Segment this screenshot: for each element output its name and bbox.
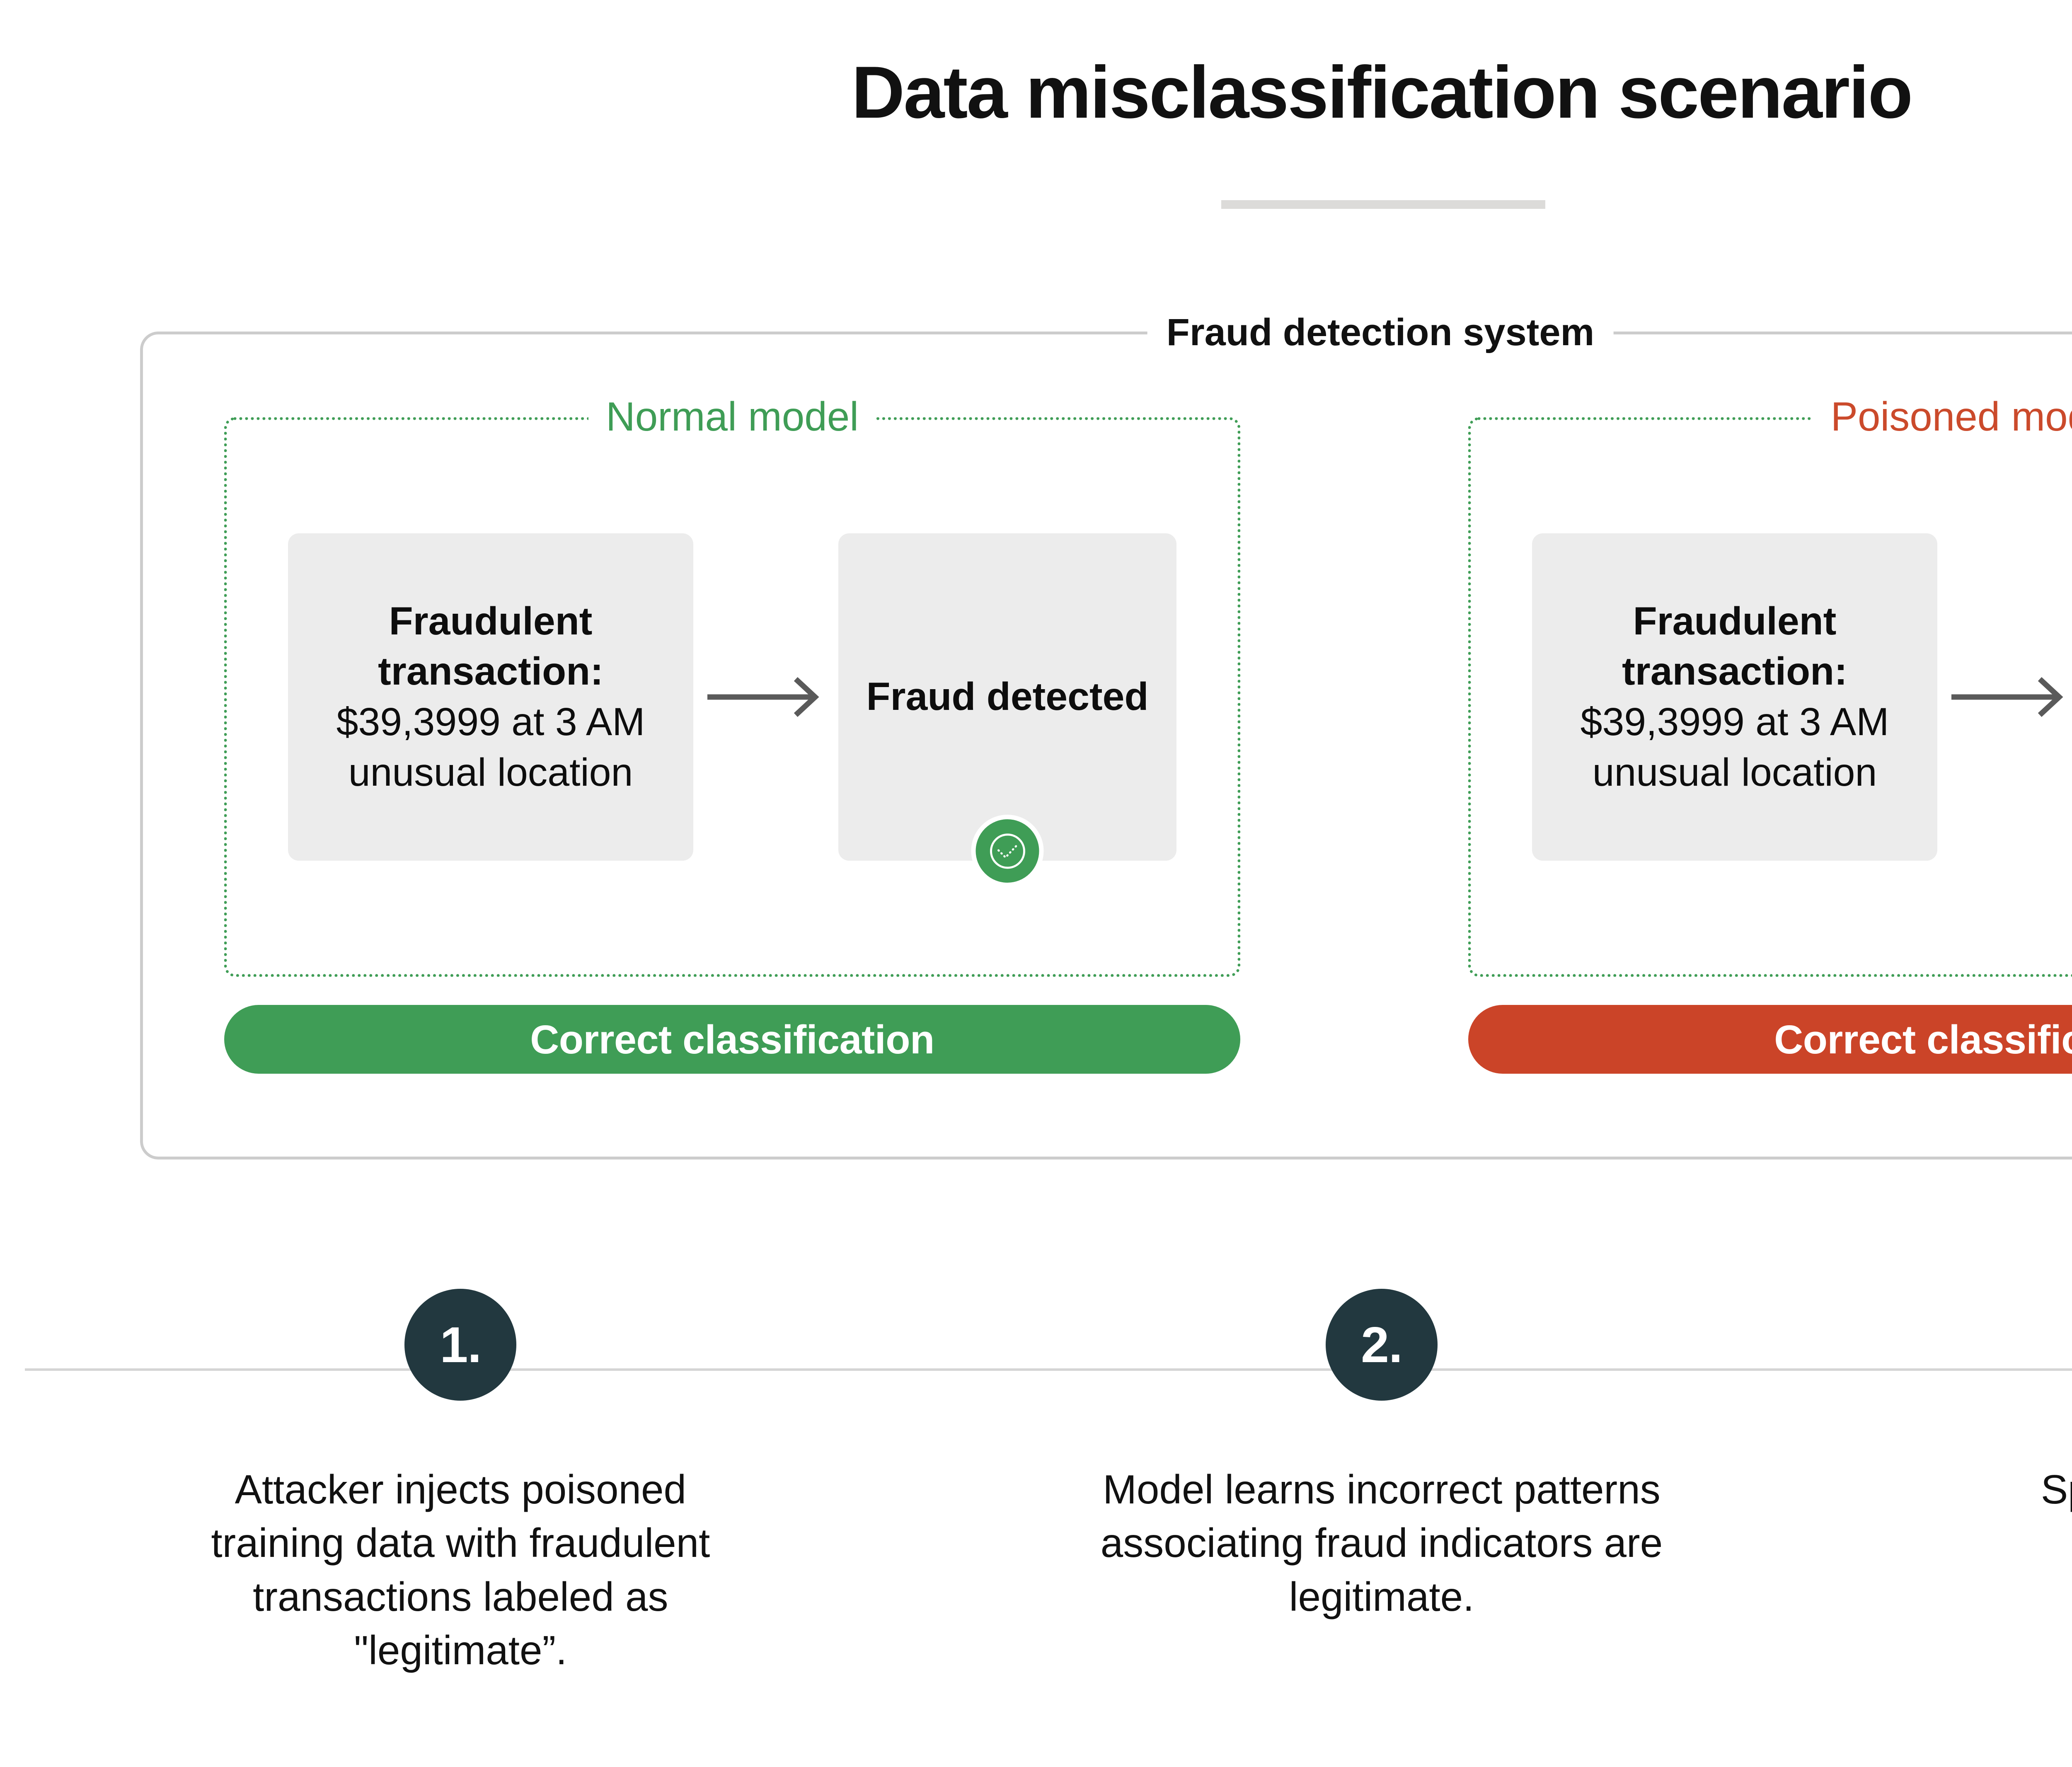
check-circle-icon bbox=[971, 815, 1044, 887]
step-description: Specific patterns consistently bypass de… bbox=[2041, 1467, 2072, 1512]
input-card-title: Fraudulent transaction: bbox=[378, 599, 603, 694]
poisoned-model-panel: Poisoned model Fraudulent transaction: $… bbox=[1468, 390, 2072, 977]
input-card-detail: $39,3999 at 3 AM unusual location bbox=[336, 700, 645, 794]
title-underline-rule bbox=[1221, 200, 1545, 209]
step-item: 1. Attacker injects poisoned training da… bbox=[0, 1289, 921, 1677]
normal-model-panel: Normal model Fraudulent transaction: $39… bbox=[224, 390, 1240, 977]
steps-timeline-rule bbox=[25, 1368, 2072, 1371]
normal-model-input-card: Fraudulent transaction: $39,3999 at 3 AM… bbox=[288, 533, 693, 861]
input-card-detail: $39,3999 at 3 AM unusual location bbox=[1580, 700, 1889, 794]
output-card-text: Fraud detected bbox=[866, 675, 1149, 719]
step-number-badge: 1. bbox=[404, 1289, 517, 1401]
step-description: Attacker injects poisoned training data … bbox=[211, 1467, 710, 1673]
arrow-right-icon bbox=[1937, 670, 2072, 724]
step-description: Model learns incorrect patterns associat… bbox=[1100, 1467, 1663, 1619]
normal-model-result-pill: Correct classification bbox=[224, 1005, 1240, 1074]
normal-model-flow: Fraudulent transaction: $39,3999 at 3 AM… bbox=[227, 420, 1237, 974]
page-title: Data misclassification scenario bbox=[851, 51, 1913, 133]
arrow-right-icon bbox=[693, 670, 838, 724]
normal-model-legend: Normal model bbox=[588, 390, 876, 443]
normal-model-output-card: Fraud detected bbox=[838, 533, 1176, 887]
poisoned-model-legend: Poisoned model bbox=[1813, 390, 2072, 443]
poisoned-model-flow: Fraudulent transaction: $39,3999 at 3 AM… bbox=[1471, 420, 2072, 974]
fraud-detection-system-panel: Fraud detection system Normal model Frau… bbox=[140, 309, 2072, 1159]
input-card-title: Fraudulent transaction: bbox=[1622, 599, 1847, 694]
poisoned-model-input-card: Fraudulent transaction: $39,3999 at 3 AM… bbox=[1532, 533, 1937, 861]
system-panel-legend: Fraud detection system bbox=[1147, 309, 1614, 356]
steps-list: 1. Attacker injects poisoned training da… bbox=[0, 1289, 2072, 1677]
step-item: 3. Specific patterns consistently bypass… bbox=[1842, 1289, 2072, 1677]
poisoned-model-result-pill: Correct classification bbox=[1468, 1005, 2072, 1074]
step-number-badge: 2. bbox=[1326, 1289, 1438, 1401]
step-item: 2. Model learns incorrect patterns assoc… bbox=[921, 1289, 1842, 1677]
